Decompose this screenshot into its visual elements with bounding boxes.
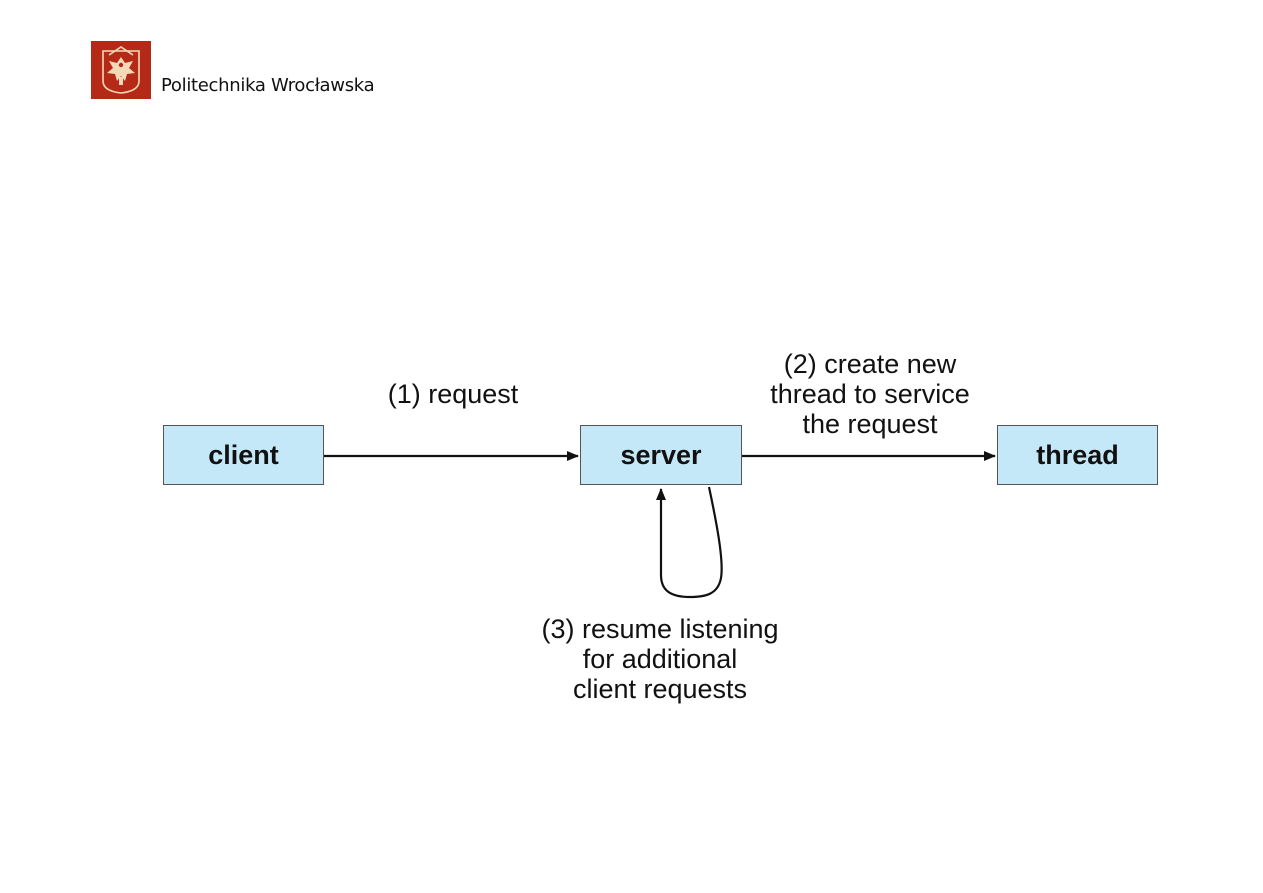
create-thread-label-line: thread to service: [770, 379, 970, 409]
request-label: (1) request: [370, 379, 536, 409]
resume-label-line: (3) resume listening: [541, 614, 779, 644]
create-thread-label-line: (2) create new: [783, 349, 957, 379]
client-node: client: [163, 425, 324, 485]
create-thread-label: (2) create new thread to service the req…: [740, 349, 1000, 439]
resume-label-line: client requests: [572, 674, 748, 704]
institution-name: Politechnika Wrocławska: [161, 75, 375, 96]
create-thread-label-line: the request: [802, 409, 938, 439]
server-node: server: [580, 425, 742, 485]
resume-label: (3) resume listening for additional clie…: [510, 614, 810, 704]
thread-node: thread: [997, 425, 1158, 485]
resume-label-line: for additional: [582, 644, 738, 674]
request-label-line: (1) request: [387, 379, 519, 409]
resume-loop-arrow: [656, 486, 723, 599]
eagle-crest-icon: [91, 41, 151, 99]
university-logo: [91, 41, 151, 99]
